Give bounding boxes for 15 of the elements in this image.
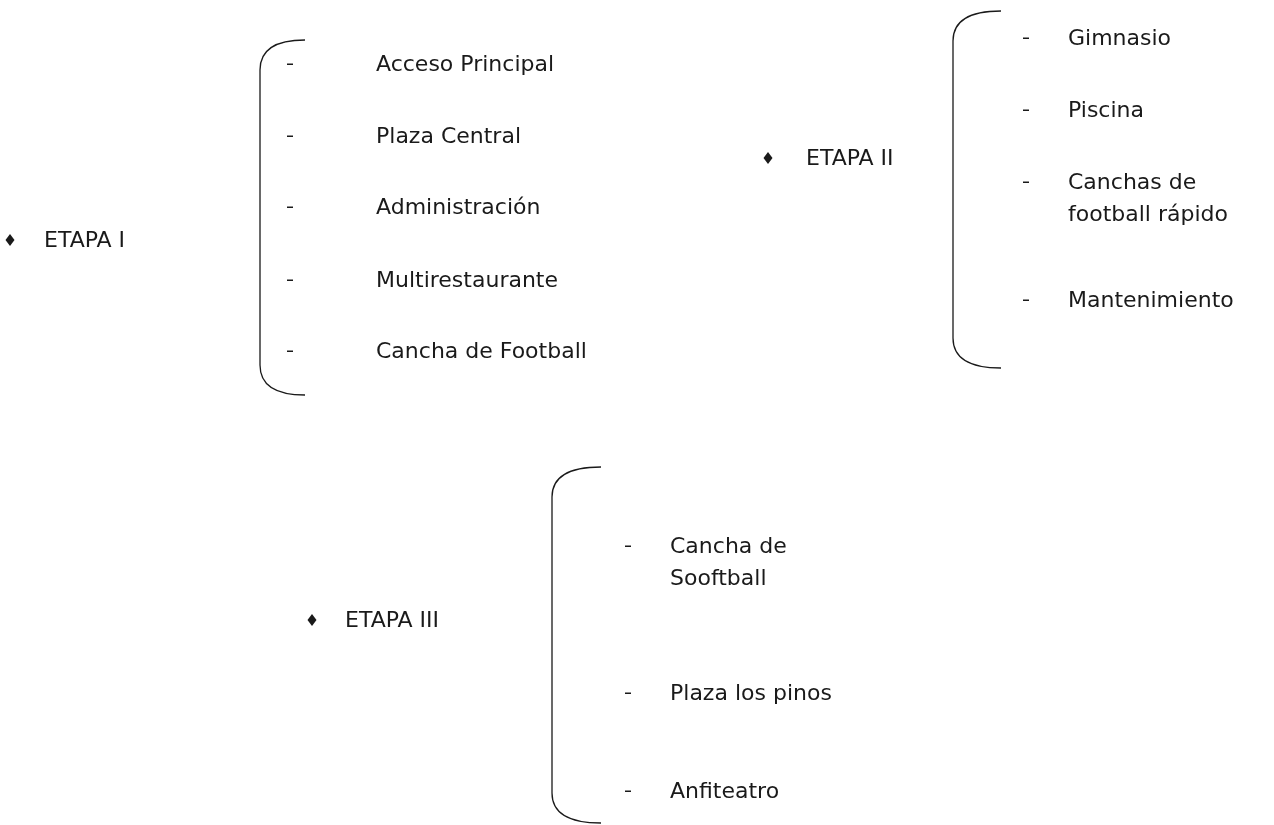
- list-item: Cancha de Sooftball: [670, 532, 788, 592]
- stage-heading: ETAPA III: [345, 606, 441, 634]
- list-item: Mantenimiento: [1068, 286, 1235, 314]
- list-item: Administración: [376, 193, 542, 221]
- list-item: Plaza Central: [376, 122, 522, 150]
- list-item: Multirestaurante: [376, 266, 559, 294]
- list-item: Cancha de Football: [376, 337, 588, 365]
- list-item: Anfiteatro: [670, 777, 781, 805]
- list-item: Piscina: [1068, 96, 1145, 124]
- list-item: Acceso Principal: [376, 50, 556, 78]
- list-item: Canchas de football rápido: [1068, 168, 1229, 228]
- list-item: Gimnasio: [1068, 24, 1173, 52]
- stage-heading: ETAPA II: [806, 144, 895, 172]
- stage-heading: ETAPA I: [44, 226, 127, 254]
- list-item: Plaza los pinos: [670, 679, 833, 707]
